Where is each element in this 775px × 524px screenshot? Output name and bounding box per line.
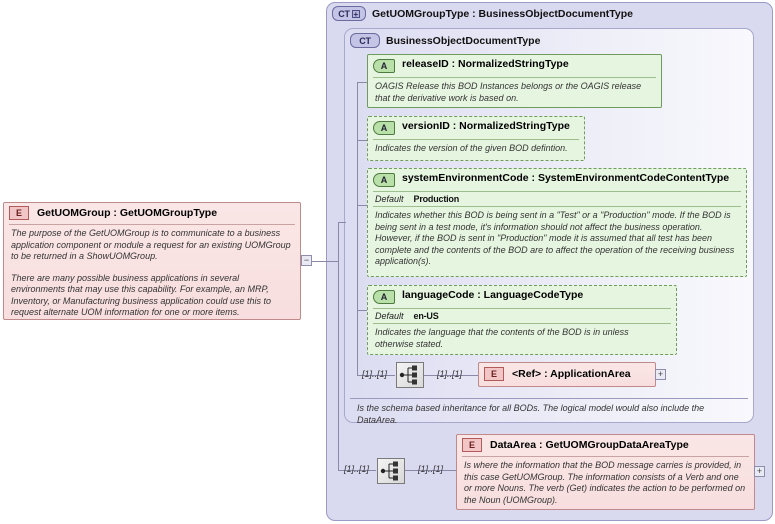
- attribute-icon[interactable]: A: [373, 173, 395, 187]
- attribute-documentation: Indicates whether this BOD is being sent…: [375, 210, 735, 266]
- attribute-header: A systemEnvironmentCode : SystemEnvironm…: [368, 169, 746, 191]
- complextype-icon[interactable]: CT+: [332, 6, 366, 21]
- element-dataarea[interactable]: E DataArea : GetUOMGroupDataAreaType Is …: [456, 434, 755, 510]
- attribute-header: A languageCode : LanguageCodeType: [368, 286, 676, 308]
- basetype-title: CT BusinessObjectDocumentType: [350, 33, 540, 48]
- element-label: <Ref> : ApplicationArea: [512, 368, 631, 380]
- occurrence-left-applicationarea: [1]..[1]: [362, 369, 388, 379]
- sequence-compositor-icon[interactable]: [396, 362, 424, 388]
- attribute-default-row: Default en-US: [368, 309, 676, 323]
- default-value: en-US: [413, 311, 439, 321]
- divider: [373, 323, 671, 324]
- root-branch-vline: [338, 222, 339, 262]
- element-label: DataArea : GetUOMGroupDataAreaType: [490, 439, 689, 451]
- attr-connector-3: [357, 205, 367, 206]
- divider: [373, 191, 741, 192]
- element-header: E <Ref> : ApplicationArea: [479, 363, 655, 385]
- default-value: Production: [413, 194, 460, 204]
- basetype-label: BusinessObjectDocumentType: [386, 34, 541, 47]
- attribute-label: releaseID : NormalizedStringType: [402, 58, 569, 70]
- expand-toggle-applicationarea[interactable]: +: [655, 369, 666, 380]
- attribute-label: systemEnvironmentCode : SystemEnvironmen…: [402, 172, 730, 184]
- attribute-header: A versionID : NormalizedStringType: [368, 117, 584, 139]
- element-icon[interactable]: E: [9, 206, 29, 220]
- basetype-documentation: Is the schema based inheritance for all …: [357, 403, 705, 425]
- seq-to-ref-line: [424, 375, 478, 376]
- complextype-label: GetUOMGroupType : BusinessObjectDocument…: [372, 7, 633, 20]
- attr-connector-4: [357, 310, 367, 311]
- root-to-complextype-line: [312, 261, 338, 262]
- divider: [9, 224, 295, 225]
- divider: [373, 206, 741, 207]
- attribute-spine: [357, 82, 358, 375]
- element-getuomgroup[interactable]: E GetUOMGroup : GetUOMGroupType The purp…: [3, 202, 301, 320]
- default-label: Default: [375, 194, 404, 204]
- element-documentation: Is where the information that the BOD me…: [464, 460, 746, 505]
- attribute-label: versionID : NormalizedStringType: [402, 120, 570, 132]
- outer-spine: [338, 222, 339, 470]
- sequence-compositor-icon-dataarea[interactable]: [377, 458, 405, 484]
- attribute-icon[interactable]: A: [373, 290, 395, 304]
- occurrence-right-applicationarea: [1]..[1]: [437, 369, 463, 379]
- divider: [350, 398, 748, 399]
- complextype-badge-icon[interactable]: CT: [350, 33, 380, 48]
- attr-connector-2: [357, 140, 367, 141]
- outer-to-basetype: [338, 222, 346, 223]
- expand-toggle-dataarea[interactable]: +: [754, 466, 765, 477]
- outer-to-dataarea-seq: [338, 470, 376, 471]
- collapse-toggle-getuomgroup[interactable]: −: [301, 255, 312, 266]
- divider: [373, 139, 579, 140]
- attribute-icon[interactable]: A: [373, 59, 395, 73]
- attr-connector-1: [357, 82, 367, 83]
- occurrence-left-dataarea: [1]..[1]: [344, 464, 370, 474]
- attribute-systemenvironmentcode[interactable]: A systemEnvironmentCode : SystemEnvironm…: [367, 168, 747, 277]
- attribute-label: languageCode : LanguageCodeType: [402, 289, 584, 301]
- attribute-documentation: Indicates the language that the contents…: [375, 327, 629, 349]
- attribute-default-row: Default Production: [368, 192, 746, 206]
- sequence-icon: [399, 365, 417, 385]
- occurrence-right-dataarea: [1]..[1]: [418, 464, 444, 474]
- element-label: GetUOMGroup : GetUOMGroupType: [37, 207, 218, 219]
- divider: [373, 77, 656, 78]
- element-icon[interactable]: E: [484, 367, 504, 381]
- complextype-title: CT+ GetUOMGroupType : BusinessObjectDocu…: [332, 6, 633, 21]
- attribute-languagecode[interactable]: A languageCode : LanguageCodeType Defaul…: [367, 285, 677, 355]
- attribute-icon[interactable]: A: [373, 121, 395, 135]
- element-header: E GetUOMGroup : GetUOMGroupType: [4, 203, 300, 224]
- sequence-icon: [380, 461, 398, 481]
- element-documentation-p1: The purpose of the GetUOMGroup is to com…: [11, 228, 291, 261]
- divider: [462, 456, 749, 457]
- attribute-documentation: Indicates the version of the given BOD d…: [375, 143, 568, 153]
- attribute-releaseid[interactable]: A releaseID : NormalizedStringType OAGIS…: [367, 54, 662, 108]
- element-ref-applicationarea[interactable]: E <Ref> : ApplicationArea: [478, 362, 656, 387]
- element-documentation-p2: There are many possible business applica…: [11, 272, 271, 318]
- divider: [373, 308, 671, 309]
- attribute-versionid[interactable]: A versionID : NormalizedStringType Indic…: [367, 116, 585, 161]
- element-header: E DataArea : GetUOMGroupDataAreaType: [457, 435, 754, 456]
- attribute-documentation: OAGIS Release this BOD Instances belongs…: [375, 81, 642, 103]
- element-icon[interactable]: E: [462, 438, 482, 452]
- seq-connector-applicationarea: [357, 375, 395, 376]
- attribute-header: A releaseID : NormalizedStringType: [368, 55, 661, 77]
- default-label: Default: [375, 311, 404, 321]
- expand-icon: +: [351, 9, 360, 19]
- seq-to-dataarea-line: [405, 470, 457, 471]
